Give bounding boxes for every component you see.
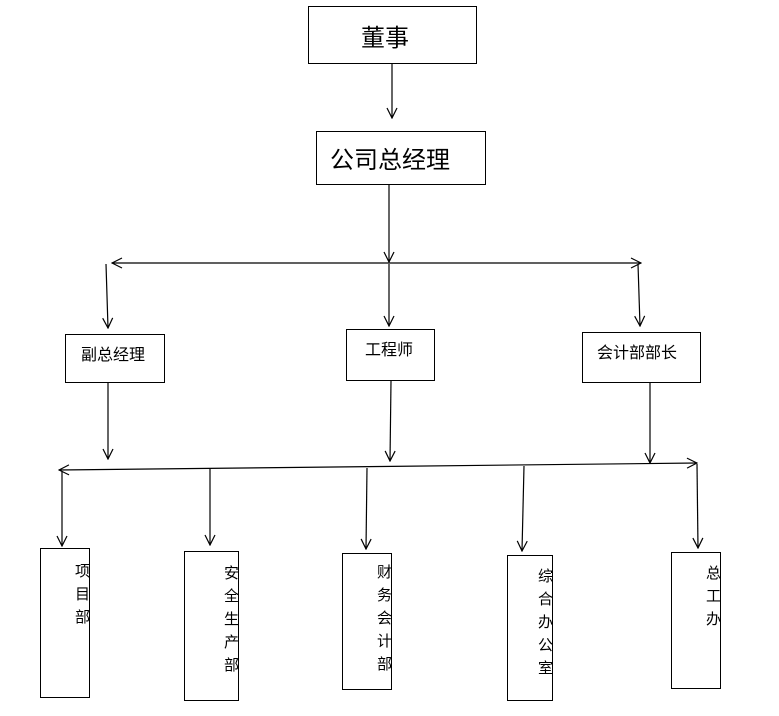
node-engineer: 工程师 [346,329,435,381]
connector-bus-to-dept-office [522,465,524,551]
node-label: 工程师 [365,340,414,359]
node-label: 综合办公室 [536,568,554,683]
connector-engineer-to-bus [390,380,391,461]
connector-bus-to-accounting-head [638,263,640,326]
node-label: 财务会计部 [375,564,393,679]
node-board-of-directors: 董事 [308,6,477,64]
node-label: 会计部部长 [597,343,678,362]
node-dept-projects: 项目部 [40,548,91,698]
node-label: 项目部 [73,563,91,632]
node-dept-general-office: 综合办公室 [507,555,554,701]
node-dept-chief-engineer-office: 总工办 [671,552,722,689]
node-accounting-head: 会计部部长 [582,332,701,383]
node-label: 董事 [361,24,409,52]
connector-bus-to-vice-gm [106,263,108,328]
node-label: 副总经理 [81,345,146,364]
connector-bus-to-dept-chief-engineer [697,463,698,548]
connector-bus-to-dept-finance [366,467,367,549]
node-dept-finance-accounting: 财务会计部 [342,553,393,690]
connector-lower-bus [379,463,697,467]
node-label: 安全生产部 [222,565,240,680]
node-label: 总工办 [704,565,722,634]
node-vice-general-manager: 副总经理 [65,334,165,383]
node-dept-safety-production: 安全生产部 [184,551,240,701]
node-label: 公司总经理 [330,146,450,174]
node-general-manager: 公司总经理 [316,131,486,185]
connector-lower-bus [59,467,381,471]
